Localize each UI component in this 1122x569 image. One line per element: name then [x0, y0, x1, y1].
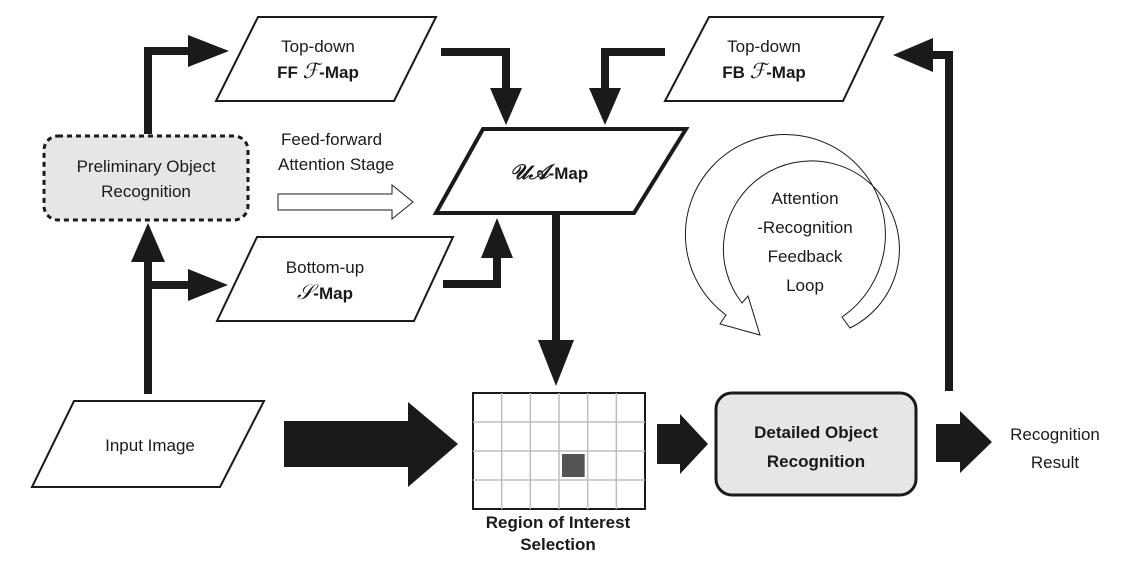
detailed-line2: Recognition	[766, 452, 866, 471]
feedback-loop-line2: -Recognition	[757, 218, 853, 237]
ff-map-shape	[214, 16, 438, 102]
arrow-smap-to-ua	[443, 254, 501, 288]
arrowhead-fb-ua	[589, 88, 621, 125]
ff-map-prefix: FF	[277, 63, 298, 82]
feed-forward-line1: Feed-forward	[281, 130, 383, 149]
arrowhead-ff-ua	[490, 88, 522, 125]
detailed-recognition-label: Detailed Object Recognition	[716, 418, 916, 476]
fb-map-line1: Top-down	[727, 37, 801, 56]
roi-grid	[472, 392, 646, 510]
ua-map-shape	[432, 127, 690, 215]
s-map-suffix: -Map	[313, 284, 353, 303]
arrow-ff-to-ua	[441, 48, 510, 92]
roi-line2: Selection	[520, 535, 596, 554]
roi-selected-cell	[562, 454, 585, 477]
block-arrow-roi-to-detailed	[657, 414, 708, 474]
ua-map-suffix: -Map	[548, 164, 589, 183]
feedback-loop-line4: Loop	[786, 276, 824, 295]
fb-map-glyph: ℱ	[749, 59, 767, 83]
preliminary-line1: Preliminary Object	[76, 157, 216, 176]
fb-map-label: Top-down FB ℱ-Map	[699, 34, 829, 85]
preliminary-recognition-label: Preliminary Object Recognition	[56, 154, 236, 204]
fb-map-prefix: FB	[722, 63, 745, 82]
s-map-label: Bottom-up 𝒮-Map	[265, 255, 385, 306]
arrowhead-detailed-fb	[893, 38, 933, 72]
s-map-glyph: 𝒮	[297, 280, 314, 304]
detailed-recognition-shape	[714, 391, 918, 497]
arrow-detailed-to-fb	[930, 51, 953, 391]
recognition-result-label: Recognition Result	[995, 421, 1115, 477]
feedback-loop-line3: Feedback	[767, 247, 843, 266]
roi-line1: Region of Interest	[485, 513, 631, 532]
ff-map-label: Top-down FF ℱ-Map	[258, 34, 378, 85]
input-image-shape	[30, 400, 266, 488]
preliminary-recognition-shape	[42, 134, 250, 222]
arrowhead-ff	[188, 35, 229, 67]
ff-map-glyph: ℱ	[302, 59, 320, 83]
feedback-loop-label: Attention -Recognition Feedback Loop	[740, 184, 870, 300]
arrowhead-smap	[188, 269, 228, 301]
arrowhead-ua-roi	[538, 340, 574, 386]
roi-label: Region of Interest Selection	[458, 512, 658, 556]
feedback-loop-arrow	[684, 134, 900, 336]
arrowhead-preliminary	[131, 223, 165, 262]
preliminary-line2: Recognition	[101, 182, 191, 201]
s-map-shape	[215, 236, 455, 322]
ff-map-suffix: -Map	[319, 63, 359, 82]
arrow-preliminary-to-ff	[144, 47, 192, 134]
arrow-fb-to-ua	[601, 48, 665, 92]
ff-map-line1: Top-down	[281, 37, 355, 56]
feed-forward-line2: Attention Stage	[278, 155, 395, 174]
result-line1: Recognition	[1010, 425, 1100, 444]
feed-forward-label: Feed-forward Attention Stage	[278, 127, 398, 177]
fb-map-suffix: -Map	[766, 63, 806, 82]
ua-map-glyph: 𝒰𝒜	[509, 159, 549, 184]
detailed-line1: Detailed Object	[754, 423, 878, 442]
s-map-line1: Bottom-up	[285, 258, 365, 277]
feed-forward-arrow	[277, 183, 414, 221]
arrowhead-smap-ua	[481, 218, 513, 258]
input-image-label: Input Image	[105, 436, 195, 455]
feedback-loop-line1: Attention	[771, 189, 839, 208]
fb-map-shape	[663, 16, 885, 102]
ua-map-label: 𝒰𝒜-Map	[484, 159, 614, 186]
block-arrow-input-to-roi	[284, 402, 458, 487]
result-line2: Result	[1030, 453, 1080, 472]
block-arrow-detailed-to-result	[936, 411, 992, 473]
